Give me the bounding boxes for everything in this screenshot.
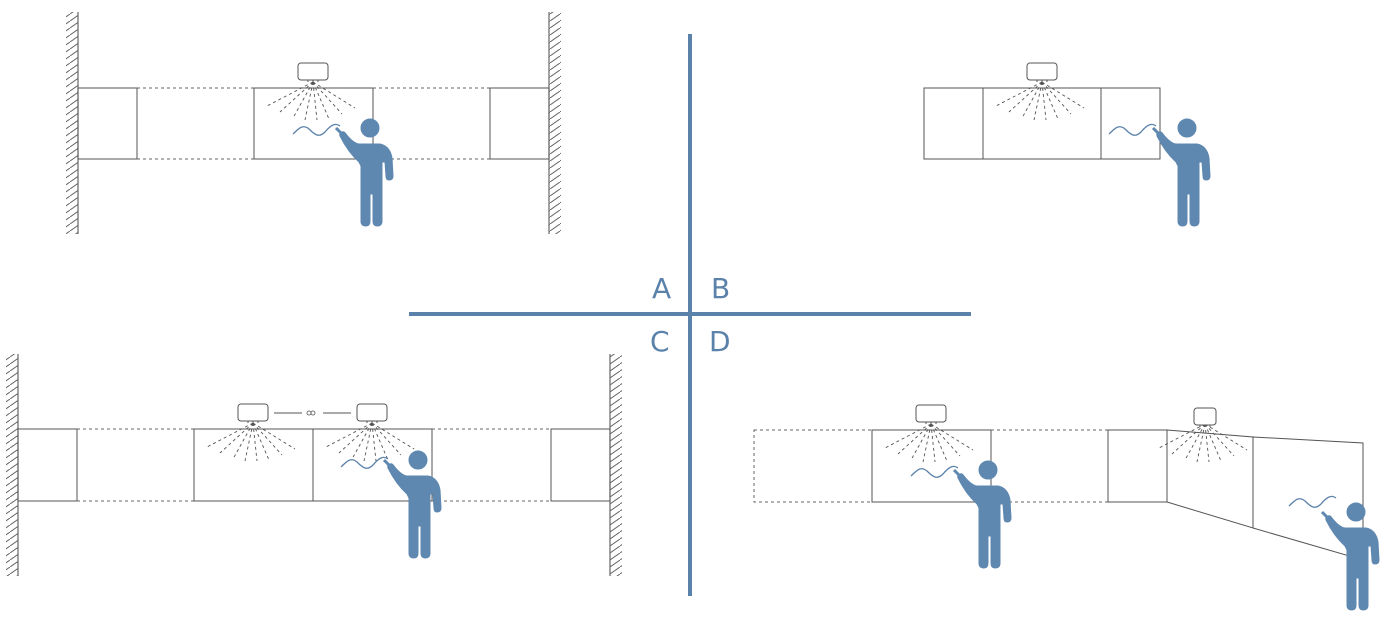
wing-panel: [17, 428, 78, 502]
wing-panel: [489, 87, 550, 160]
quadrant-c-diagram: [6, 354, 622, 576]
wing-panel: [1107, 429, 1168, 503]
person-writing-icon: [334, 117, 395, 228]
quadrant-d-diagram: [753, 404, 1381, 612]
wall-hatch-icon: [610, 354, 622, 576]
wall-hatch-icon: [549, 12, 561, 234]
projector-icon: [915, 404, 947, 425]
wall-hatch-icon: [6, 354, 18, 576]
projector-icon: [1193, 407, 1217, 427]
wing-panel: [1100, 87, 1161, 160]
wing-panel: [550, 428, 611, 502]
person-writing-icon: [1151, 117, 1212, 228]
quadrant-label-a: A: [652, 272, 671, 305]
quadrant-label-c: C: [650, 325, 670, 358]
quadrant-label-d: D: [709, 325, 731, 358]
projector-icon: [1026, 62, 1058, 83]
whiteboard-panel: [982, 87, 1102, 160]
quadrant-a-diagram: [66, 12, 561, 234]
quadrant-b-diagram: [923, 62, 1212, 228]
projector-icon: [297, 62, 329, 83]
angled-panel: [1166, 429, 1254, 529]
whiteboard-panel: [193, 428, 314, 502]
wall-hatch-icon: [66, 12, 78, 234]
projector-icon: [237, 403, 269, 424]
person-writing-icon: [1320, 501, 1381, 612]
wing-panel: [77, 87, 138, 160]
wing-panel: [753, 429, 873, 503]
person-writing-icon: [952, 459, 1013, 570]
quadrant-label-b: B: [711, 272, 730, 305]
projector-icon: [356, 403, 388, 424]
wing-panel: [923, 87, 984, 160]
projector-link-icon: [274, 410, 351, 416]
